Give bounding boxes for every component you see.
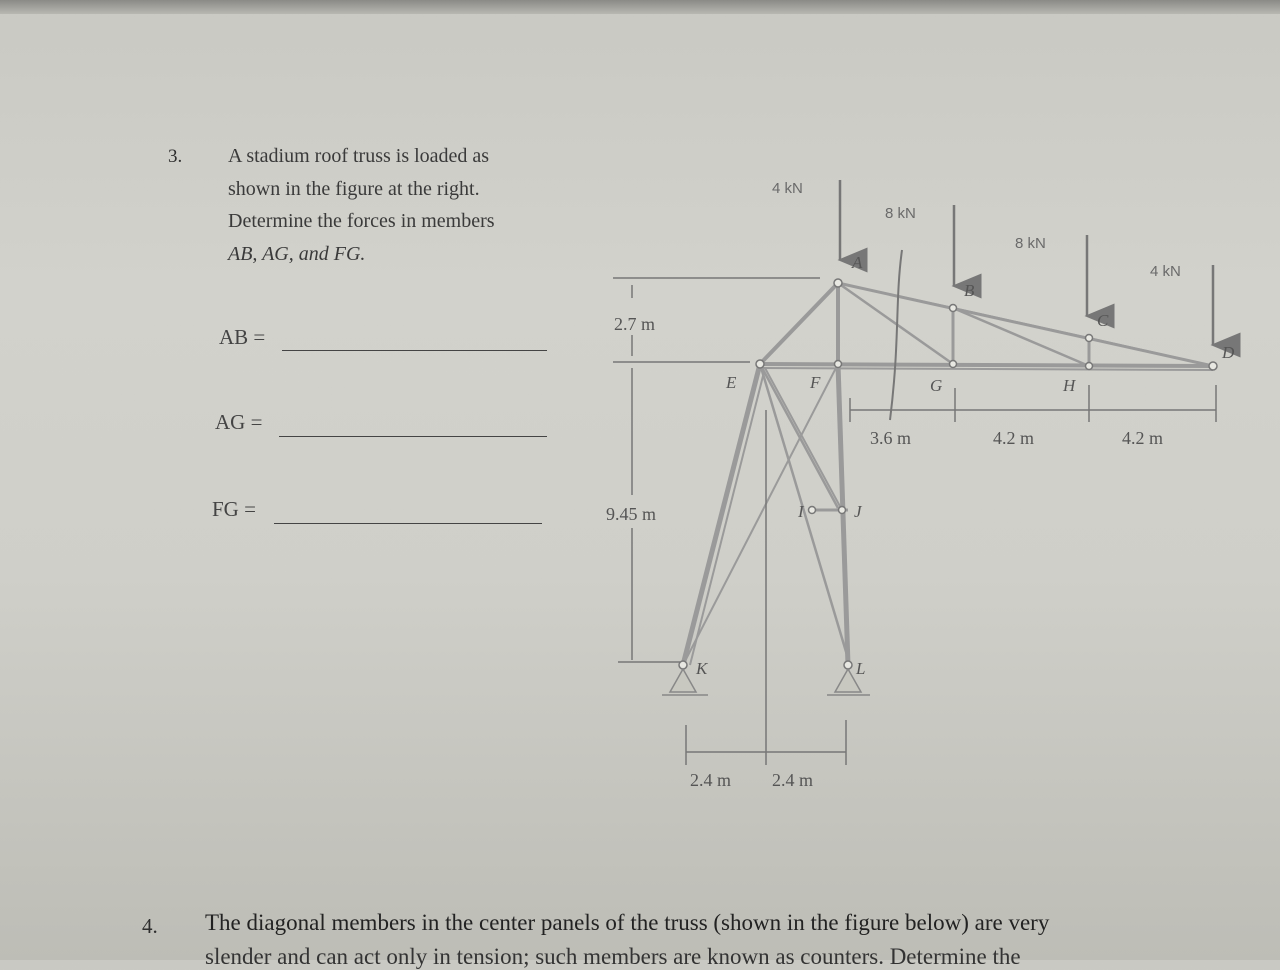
dim-span-2: 4.2 m (993, 428, 1034, 448)
problem-4-number: 4. (142, 914, 158, 938)
load-d-label: 4 kN (1150, 263, 1181, 280)
load-a-label: 4 kN (772, 180, 803, 197)
node-l-label: L (855, 659, 865, 678)
problem-3-line-4: AB, AG, and FG. (228, 243, 366, 265)
member-ek (680, 363, 763, 666)
dim-bottom-1: 2.4 m (690, 770, 731, 790)
member-ag (837, 281, 954, 366)
node-d-label: D (1221, 343, 1235, 362)
node-h-label: H (1062, 376, 1077, 395)
node-i-label: I (797, 502, 805, 521)
answer-fg-blank[interactable] (274, 523, 542, 524)
node-k-label: K (695, 659, 709, 678)
load-b-label: 8 kN (885, 205, 916, 222)
vertical-dimensions (613, 277, 820, 663)
truss-joints (678, 278, 1218, 670)
answer-ab-blank[interactable] (282, 350, 547, 351)
dim-height-top: 2.7 m (614, 314, 655, 334)
member-ae (758, 281, 840, 366)
node-a-label: A (851, 253, 863, 272)
problem-3-line-3: Determine the forces in members (228, 210, 495, 232)
supports (662, 667, 870, 696)
problem-3-line-1: A stadium roof truss is loaded as (228, 145, 490, 167)
node-b-label: B (964, 281, 975, 300)
node-g-label: G (930, 376, 942, 395)
truss-members (680, 281, 1214, 666)
answer-ag-label: AG = (215, 410, 263, 434)
problem-3-number: 3. (168, 146, 183, 167)
horizontal-dimensions-top (849, 385, 1217, 422)
answer-ag-blank[interactable] (279, 436, 547, 437)
horizontal-dimensions-bottom (685, 410, 847, 765)
problem-4-line-1: The diagonal members in the center panel… (205, 910, 1050, 935)
dim-bottom-2: 2.4 m (772, 770, 813, 790)
node-c-label: C (1097, 311, 1109, 330)
member-fl (835, 363, 851, 666)
load-arrows (837, 180, 1241, 358)
answer-ab-label: AB = (219, 325, 266, 349)
problem-4-line-2: slender and can act only in tension; suc… (205, 944, 1021, 969)
node-j-label: J (854, 502, 863, 521)
section-cut-line (889, 249, 903, 421)
problem-3-line-2: shown in the figure at the right. (228, 178, 480, 200)
page-edge (0, 0, 1280, 14)
node-e-label: E (725, 373, 737, 392)
node-f-label: F (809, 373, 821, 392)
member-bh (952, 306, 1090, 368)
load-c-label: 8 kN (1015, 235, 1046, 252)
dim-span-3: 4.2 m (1122, 428, 1163, 448)
dim-height-main: 9.45 m (606, 504, 656, 524)
dim-span-1: 3.6 m (870, 428, 911, 448)
answer-fg-label: FG = (212, 497, 256, 521)
